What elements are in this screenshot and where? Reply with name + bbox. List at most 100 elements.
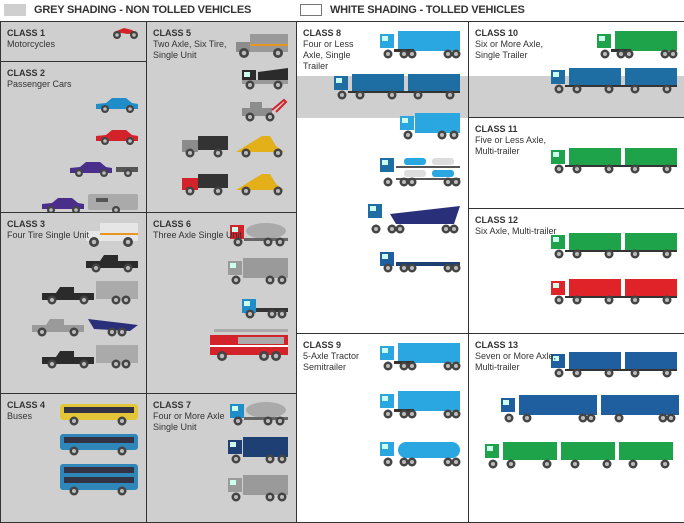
dump-vehicle-icon: [240, 66, 290, 90]
double-vehicle-icon: [549, 350, 679, 378]
class-description: Three Axle Single Unit: [153, 230, 243, 240]
class-name: CLASS 6: [153, 219, 192, 229]
vehicle-list: [549, 231, 679, 305]
legend-tolled: WHITE SHADING - TOLLED VEHICLES: [300, 2, 525, 18]
legend-label: WHITE SHADING - TOLLED VEHICLES: [330, 4, 525, 16]
box-vehicle-icon: [398, 112, 462, 142]
class-description: Four or Less Axle, Single Trailer: [303, 39, 354, 71]
vehicle-list: [332, 30, 462, 274]
class-description: Seven or More Axle, Multi-trailer: [475, 351, 557, 372]
legend-non-tolled: GREY SHADING - NON TOLLED VEHICLES: [4, 2, 251, 18]
flat-vehicle-icon: [378, 248, 462, 274]
class-description: Buses: [7, 411, 33, 421]
longdouble-vehicle-icon: [499, 394, 679, 424]
tanker-vehicle-icon: [378, 438, 462, 468]
cartrailer-vehicle-icon: [68, 160, 140, 178]
class-name: CLASS 13: [475, 340, 519, 350]
class-description: Passenger Cars: [7, 79, 72, 89]
mixer-vehicle-icon: [228, 221, 290, 249]
boatsemi-vehicle-icon: [366, 200, 462, 236]
carcamper-vehicle-icon: [40, 192, 140, 212]
double-vehicle-icon: [549, 231, 679, 259]
vehicle-list: [30, 221, 140, 369]
double-vehicle-icon: [549, 66, 679, 94]
bus-vehicle-icon: [58, 402, 140, 426]
class-name: CLASS 7: [153, 400, 192, 410]
class-description: Six or More Axle, Single Trailer: [475, 39, 544, 60]
class-description: Four Tire Single Unit: [7, 230, 90, 240]
trucktrailer-vehicle-icon: [180, 168, 290, 198]
vehicle-list: [208, 221, 290, 363]
pickuptrailer-vehicle-icon: [40, 279, 140, 305]
legend-label: GREY SHADING - NON TOLLED VEHICLES: [34, 4, 252, 16]
semi-vehicle-icon: [378, 342, 462, 372]
pickupboat-vehicle-icon: [30, 311, 140, 337]
class-name: CLASS 10: [475, 28, 519, 38]
class-description: Five or Less Axle, Multi-trailer: [475, 135, 547, 156]
trucktrailer-vehicle-icon: [180, 130, 290, 160]
class-description: Two Axle, Six Tire, Single Unit: [153, 39, 227, 60]
box-vehicle-icon: [226, 257, 290, 287]
class-name: CLASS 5: [153, 28, 192, 38]
moto-vehicle-icon: [110, 24, 140, 40]
class-description: 5-Axle Tractor Semitrailer: [303, 351, 360, 372]
double-vehicle-icon: [549, 146, 679, 174]
car-vehicle-icon: [94, 128, 140, 146]
fire-vehicle-icon: [208, 327, 290, 363]
pickup-vehicle-icon: [84, 253, 140, 273]
class-description: Motorcycles: [7, 39, 56, 49]
cab-vehicle-icon: [240, 295, 290, 319]
vehicle-list: [40, 96, 140, 212]
class-name: CLASS 2: [7, 68, 46, 78]
van-vehicle-icon: [84, 221, 140, 247]
grey-swatch: [4, 4, 26, 16]
class-description: Four or More Axle Single Unit: [153, 411, 225, 432]
mixer-vehicle-icon: [228, 400, 290, 428]
class-name: CLASS 9: [303, 340, 342, 350]
vehicle-list: [110, 24, 140, 40]
class-name: CLASS 11: [475, 124, 518, 134]
vehicle-list: [549, 146, 679, 174]
box-vehicle-icon: [226, 474, 290, 504]
camper-vehicle-icon: [234, 32, 290, 58]
vehicle-list: [226, 400, 290, 504]
bus2-vehicle-icon: [58, 462, 140, 496]
double-vehicle-icon: [549, 277, 679, 305]
class-name: CLASS 4: [7, 400, 46, 410]
white-swatch: [300, 4, 322, 16]
vehicle-list: [378, 342, 462, 468]
vehicle-list: [549, 30, 679, 94]
carrier-vehicle-icon: [378, 154, 462, 188]
box-vehicle-icon: [226, 436, 290, 466]
vehicle-list: [483, 350, 679, 470]
class-name: CLASS 3: [7, 219, 46, 229]
semi-vehicle-icon: [378, 30, 462, 60]
triple-vehicle-icon: [483, 440, 679, 470]
class-name: CLASS 12: [475, 215, 519, 225]
class-description: Six Axle, Multi-trailer: [475, 226, 557, 236]
